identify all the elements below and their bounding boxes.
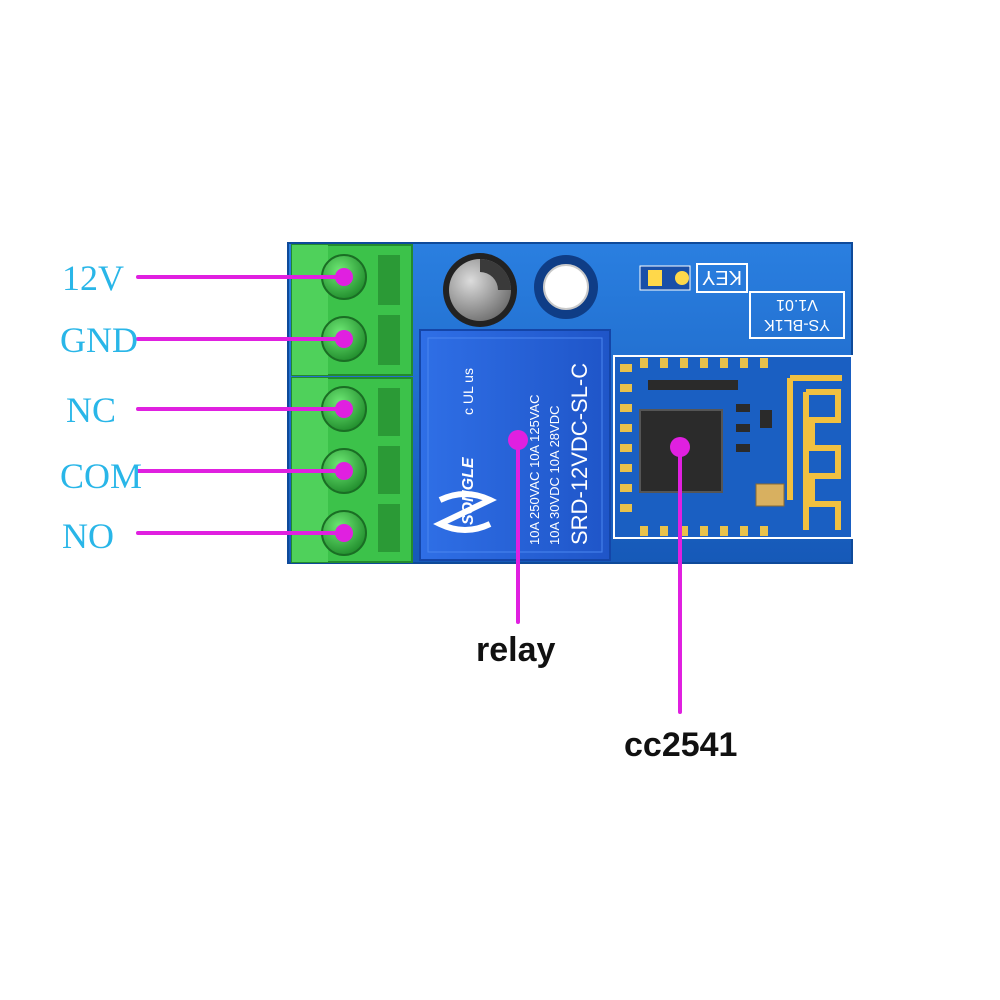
callout-cc2541: cc2541: [624, 726, 737, 764]
relay-rating-1: 10A 250VAC 10A 125VAC: [527, 394, 542, 545]
pcb-antenna-icon: [787, 375, 842, 530]
key-header: KEY: [639, 263, 748, 293]
bluetooth-module: [613, 355, 853, 539]
model-line-1: YS-BL1K: [764, 316, 830, 333]
pin-label-12v: 12V: [62, 258, 124, 298]
songle-logo-icon: [433, 491, 497, 533]
leader-dots: [335, 268, 690, 542]
pin-label-gnd: GND: [60, 320, 138, 360]
mounting-hole: [534, 255, 598, 319]
capacitor: [443, 253, 517, 327]
pin-label-com: COM: [60, 456, 142, 496]
module-pads: [620, 358, 768, 536]
key-silkscreen: KEY: [702, 266, 742, 288]
relay-ul-mark: c UL us: [460, 368, 476, 415]
relay-rating-2: 10A 30VDC 10A 28VDC: [547, 406, 562, 545]
pin-label-no: NO: [62, 516, 114, 556]
pin-label-nc: NC: [66, 390, 116, 430]
callout-relay: relay: [476, 631, 555, 669]
relay-model: SRD-12VDC-SL-C: [567, 363, 592, 545]
model-silkscreen: YS-BL1K V1.01: [749, 291, 845, 339]
leader-lines: [136, 275, 682, 714]
model-line-2: V1.01: [776, 296, 818, 313]
